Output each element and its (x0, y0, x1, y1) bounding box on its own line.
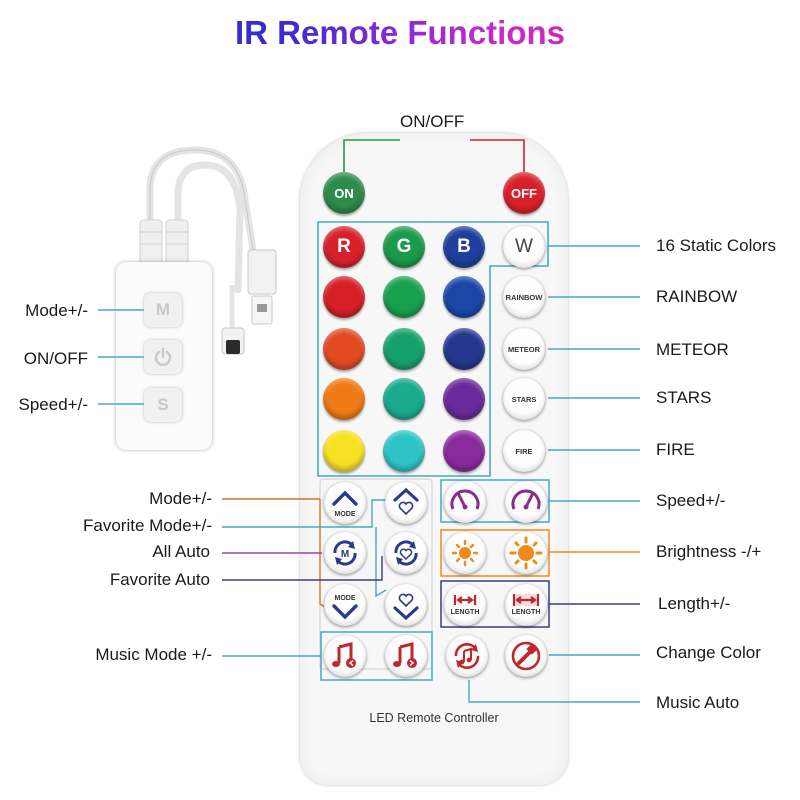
controller-power-button[interactable] (144, 340, 182, 374)
rainbow-button[interactable]: RAINBOW (503, 276, 545, 318)
favorite-mode-up-button[interactable] (385, 482, 427, 524)
length-shrink-icon (453, 595, 477, 605)
controller-mode-button[interactable]: M (144, 293, 182, 327)
mode-up-button[interactable]: MODE (324, 482, 366, 524)
speedometer-slow-icon (450, 489, 480, 510)
meteor-button[interactable]: METEOR (503, 328, 545, 370)
on-button[interactable]: ON (323, 172, 365, 214)
color-button-red-5[interactable] (323, 430, 365, 472)
onoff-top-label: ON/OFF (400, 112, 465, 131)
label-fire: FIRE (656, 440, 695, 459)
label-length: Length+/- (658, 594, 731, 613)
speed-down-button[interactable] (444, 481, 486, 523)
green-button-label: G (396, 236, 412, 257)
music-auto-button[interactable] (446, 635, 488, 677)
color-button-blue-4[interactable] (443, 378, 485, 420)
cycle-heart-icon (394, 540, 418, 566)
chevron-up-icon (332, 490, 358, 506)
rainbow-button-label: RAINBOW (505, 292, 543, 302)
label-favorite-auto: Favorite Auto (109, 570, 210, 589)
color-button-green-4[interactable] (383, 378, 425, 420)
stars-button-label: STARS (511, 394, 537, 404)
off-button-label: OFF (511, 185, 537, 201)
green-button[interactable]: G (383, 226, 425, 268)
controller-onoff-label: ON/OFF (23, 349, 88, 368)
label-favorite-mode: Favorite Mode+/- (83, 516, 212, 535)
change-color-button[interactable] (505, 635, 547, 677)
music-mode-down-button[interactable] (324, 635, 366, 677)
on-button-label: ON (334, 185, 354, 201)
fire-button[interactable]: FIRE (503, 430, 545, 472)
blue-button-label: B (457, 236, 471, 257)
color-button-red-2[interactable] (323, 276, 365, 318)
music-note-prev-icon (332, 642, 356, 668)
label-speed: Speed+/- (656, 491, 726, 510)
favorite-auto-button[interactable] (385, 532, 427, 574)
label-change-color: Change Color (656, 643, 761, 662)
white-button-label: W (515, 236, 533, 257)
color-button-green-5[interactable] (383, 430, 425, 472)
length-down-button[interactable]: LENGTH (444, 584, 486, 626)
svg-text:M: M (341, 549, 349, 560)
favorite-mode-down-button[interactable] (385, 584, 427, 626)
paint-brush-icon (511, 641, 541, 671)
remote-label: LED Remote Controller (369, 711, 499, 725)
brightness-up-button[interactable] (505, 532, 547, 574)
color-button-red-3[interactable] (323, 328, 365, 370)
length-up-label: LENGTH (511, 608, 541, 616)
color-button-blue-3[interactable] (443, 328, 485, 370)
label-rainbow: RAINBOW (656, 287, 738, 306)
label-static-colors: 16 Static Colors (656, 236, 776, 255)
label-all-auto: All Auto (152, 542, 210, 561)
controller-speed-label: Speed+/- (18, 395, 88, 414)
controller-mode-glyph: M (155, 300, 171, 319)
page-title: IR Remote Functions (0, 14, 800, 52)
color-button-green-3[interactable] (383, 328, 425, 370)
controller-mode-label: Mode+/- (25, 301, 88, 320)
label-brightness: Brightness -/+ (656, 542, 762, 561)
length-expand-icon (512, 594, 540, 606)
chevron-up-heart-icon (393, 487, 419, 516)
power-icon (154, 347, 172, 366)
all-auto-button[interactable]: M (324, 532, 366, 574)
off-button[interactable]: OFF (503, 172, 545, 214)
label-stars: STARS (656, 388, 712, 407)
controller-speed-button[interactable]: S (144, 388, 182, 422)
meteor-button-label: METEOR (507, 344, 541, 354)
stars-button[interactable]: STARS (503, 378, 545, 420)
label-music-mode: Music Mode +/- (95, 645, 212, 664)
chevron-down-heart-icon (393, 593, 419, 621)
sun-small-icon (451, 539, 479, 567)
mode-down-label: MODE (334, 594, 356, 602)
red-button[interactable]: R (323, 226, 365, 268)
length-down-label: LENGTH (450, 608, 480, 616)
mode-up-label: MODE (334, 510, 356, 518)
label-meteor: METEOR (656, 340, 729, 359)
color-button-blue-2[interactable] (443, 276, 485, 318)
speed-up-button[interactable] (505, 481, 547, 523)
blue-button[interactable]: B (443, 226, 485, 268)
mode-down-button[interactable]: MODE (324, 584, 366, 626)
color-button-green-2[interactable] (383, 276, 425, 318)
cycle-m-icon: M (333, 540, 357, 566)
label-mode: Mode+/- (149, 489, 212, 508)
sun-large-icon (509, 536, 543, 570)
red-button-label: R (337, 236, 351, 257)
color-button-blue-5[interactable] (443, 430, 485, 472)
color-button-red-4[interactable] (323, 378, 365, 420)
chevron-down-icon (332, 604, 358, 620)
fire-button-label: FIRE (515, 446, 533, 456)
music-cycle-icon (454, 643, 480, 669)
music-mode-up-button[interactable] (385, 635, 427, 677)
label-music-auto: Music Auto (656, 693, 740, 712)
length-up-button[interactable]: LENGTH (505, 584, 547, 626)
music-note-next-icon (393, 642, 417, 668)
speedometer-fast-icon (511, 489, 541, 510)
white-button[interactable]: W (503, 226, 545, 268)
brightness-down-button[interactable] (444, 532, 486, 574)
controller-speed-glyph: S (157, 395, 169, 414)
